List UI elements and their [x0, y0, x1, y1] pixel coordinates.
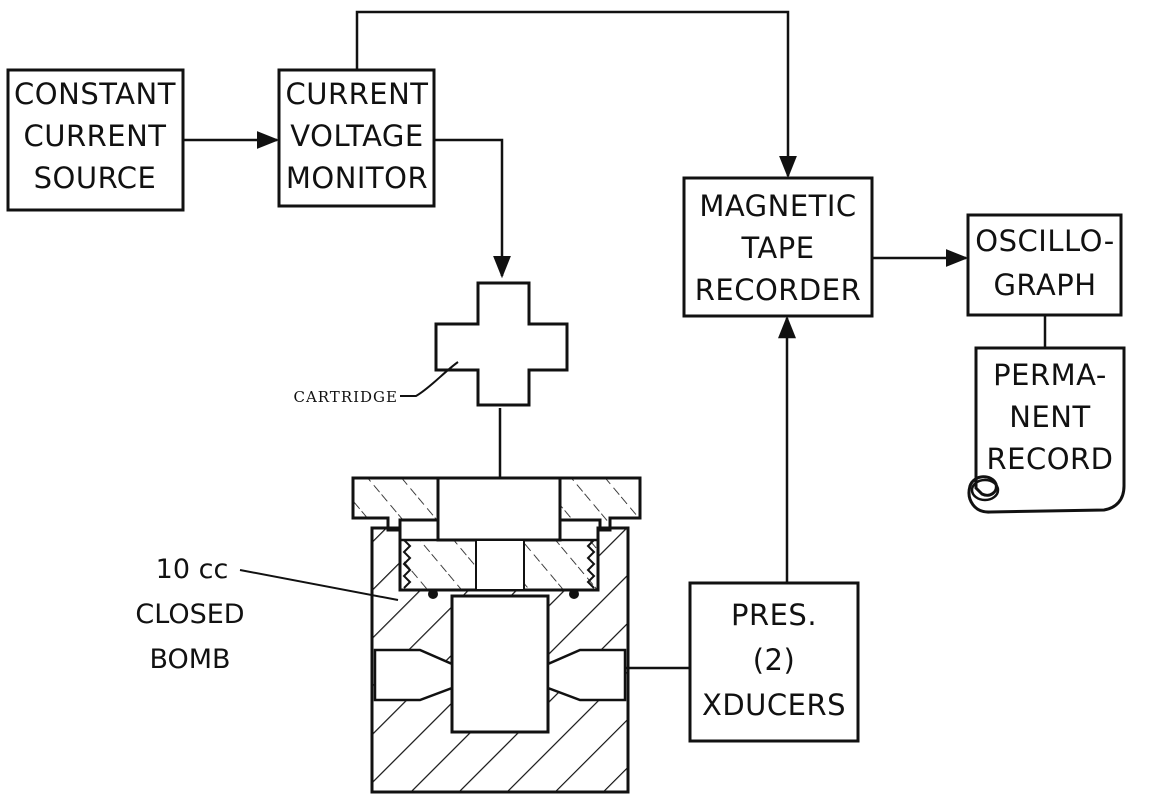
magnetic-tape-recorder-line-1: MAGNETIC — [699, 189, 856, 223]
permanent-record-line-2: NENT — [1009, 400, 1090, 434]
permanent-record-line-1: PERMA- — [993, 358, 1107, 392]
closed-bomb — [351, 476, 642, 794]
constant-current-source-box: CONSTANT CURRENT SOURCE — [6, 68, 185, 212]
permanent-record-scroll: PERMA- NENT RECORD — [967, 346, 1126, 514]
oscillograph-line-2: GRAPH — [993, 268, 1096, 302]
current-voltage-monitor-line-3: MONITOR — [286, 161, 428, 195]
magnetic-tape-recorder-line-3: RECORDER — [695, 273, 862, 307]
constant-current-source-line-2: CURRENT — [23, 119, 166, 153]
closed-bomb-label-line-2: CLOSED — [135, 599, 244, 630]
pressure-transducers-line-2: (2) — [753, 643, 796, 677]
line-monitor-to-recorder — [355, 10, 797, 179]
arrow-monitor-to-cartridge — [434, 138, 511, 279]
permanent-record-line-3: RECORD — [986, 442, 1113, 476]
magnetic-tape-recorder-line-2: TAPE — [740, 231, 814, 265]
cartridge-leader — [400, 361, 459, 397]
closed-bomb-label-line-3: BOMB — [149, 644, 230, 675]
constant-current-source-line-3: SOURCE — [34, 161, 157, 195]
closed-bomb-leader — [239, 569, 399, 601]
oscillograph-box: OSCILLO- GRAPH — [966, 213, 1123, 317]
pressure-transducers-line-3: XDUCERS — [702, 688, 846, 722]
pressure-transducers-box: PRES. (2) XDUCERS — [688, 581, 860, 743]
constant-current-source-line-1: CONSTANT — [14, 77, 176, 111]
current-voltage-monitor-line-2: VOLTAGE — [290, 119, 423, 153]
pressure-transducers-line-1: PRES. — [731, 598, 817, 632]
oscillograph-line-1: OSCILLO- — [975, 224, 1114, 258]
current-voltage-monitor-box: CURRENT VOLTAGE MONITOR — [277, 68, 436, 208]
closed-bomb-label-line-1: 10 cc — [156, 554, 229, 585]
cartridge-shape — [434, 281, 569, 407]
cartridge-label: CARTRIDGE — [293, 388, 398, 406]
magnetic-tape-recorder-box: MAGNETIC TAPE RECORDER — [682, 176, 874, 318]
current-voltage-monitor-line-1: CURRENT — [285, 77, 428, 111]
